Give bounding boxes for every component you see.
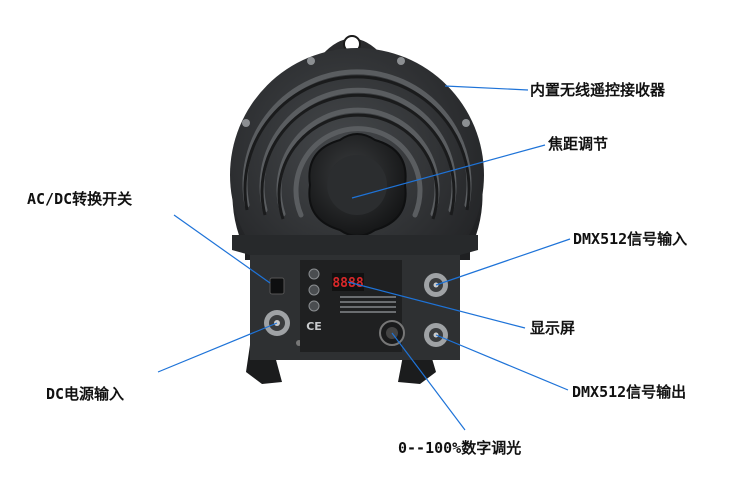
label-dmx-output: DMX512信号输出 <box>572 383 687 401</box>
leader-lines <box>157 85 571 431</box>
label-ac-dc-switch: AC/DC转换开关 <box>27 190 133 208</box>
panel-buttons[interactable] <box>308 268 320 312</box>
label-focus-adjust: 焦距调节 <box>548 135 609 153</box>
label-dmx-input: DMX512信号输入 <box>573 230 688 248</box>
ce-mark: CE <box>306 320 322 333</box>
rim-screws <box>242 57 470 127</box>
label-wireless-receiver: 内置无线遥控接收器 <box>530 81 666 99</box>
label-display: 显示屏 <box>530 319 576 337</box>
display-readout: 8888 <box>332 276 363 291</box>
ac-dc-switch[interactable] <box>262 262 294 295</box>
focus-knob[interactable] <box>308 133 407 237</box>
label-dimmer: 0--100%数字调光 <box>398 439 522 457</box>
label-dc-power-input: DC电源输入 <box>46 385 125 403</box>
